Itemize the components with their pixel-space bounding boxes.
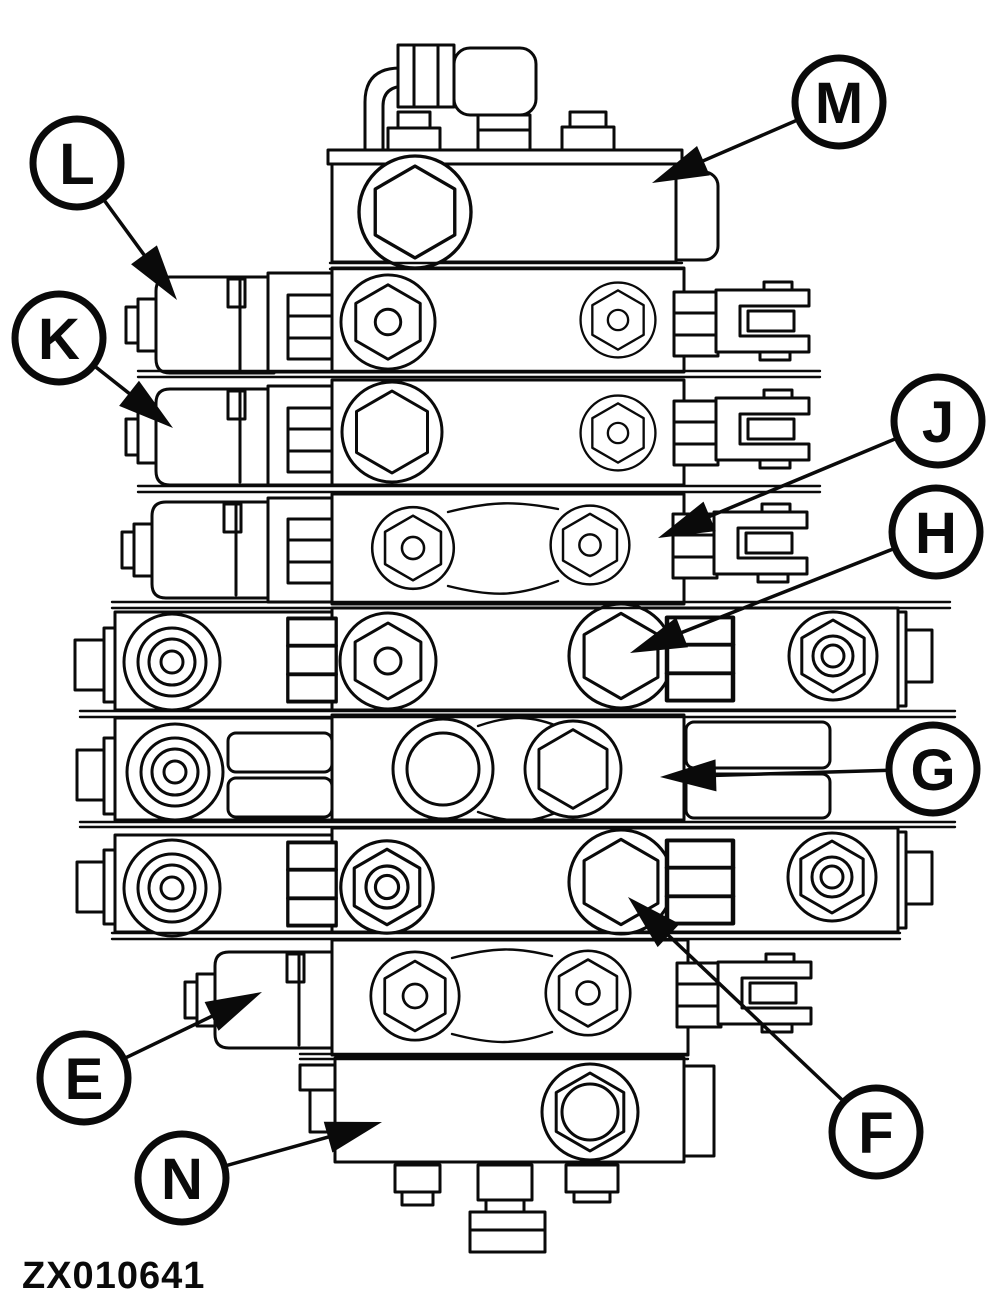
callout-circle-F (828, 1084, 924, 1180)
callout-H: H (630, 484, 984, 653)
callout-label-H: H (915, 501, 957, 566)
callout-arrowhead (628, 897, 680, 948)
valve-row-l (124, 266, 811, 375)
callout-F: F (628, 897, 924, 1180)
callout-L: L (29, 115, 177, 300)
callout-G: G (660, 721, 981, 817)
callout-label-J: J (922, 390, 954, 455)
callout-circle-H (888, 484, 984, 580)
callout-leader-line (668, 530, 937, 640)
callout-E: E (36, 992, 262, 1126)
section-boundary-lines (78, 261, 957, 1061)
callout-arrowhead (660, 759, 717, 792)
valve-section-n (298, 1056, 716, 1254)
callout-arrowhead (131, 245, 177, 300)
top-elbow-fitting (363, 43, 538, 154)
callout-label-M: M (815, 71, 863, 136)
callout-arrowhead (204, 992, 262, 1031)
valve-row-h (73, 602, 934, 712)
callout-label-G: G (910, 738, 955, 803)
figure-code: ZX010641 (22, 1255, 205, 1297)
callout-arrowhead (119, 380, 173, 428)
callout-K: K (11, 290, 173, 428)
callout-label-K: K (38, 307, 80, 372)
callout-circle-E (36, 1030, 132, 1126)
valve-row-f (75, 826, 934, 938)
valve-section-m (326, 148, 720, 270)
callout-circle-N (134, 1130, 230, 1226)
callout-arrowhead (652, 146, 710, 183)
callout-leader-line (657, 924, 878, 1134)
valve-row-e (183, 938, 813, 1057)
valve-row-g (75, 713, 832, 822)
callout-N: N (134, 1121, 382, 1226)
callout-label-F: F (858, 1101, 893, 1166)
callout-label-N: N (161, 1147, 203, 1212)
callout-arrowhead (658, 501, 716, 538)
callout-arrowhead (323, 1121, 382, 1153)
callout-label-L: L (59, 132, 94, 197)
callout-M: M (652, 54, 887, 183)
callout-J: J (658, 373, 986, 538)
callout-circle-M (791, 54, 887, 150)
callout-circle-G (885, 721, 981, 817)
valve-row-k (124, 378, 811, 487)
callout-circle-J (890, 373, 986, 469)
callout-arrowhead (630, 617, 688, 653)
callout-layer: M L K JH G F EN (11, 54, 986, 1226)
callout-circle-K (11, 290, 107, 386)
callout-label-E: E (65, 1047, 104, 1112)
top-mounting-nuts (386, 110, 616, 154)
callout-circle-L (29, 115, 125, 211)
